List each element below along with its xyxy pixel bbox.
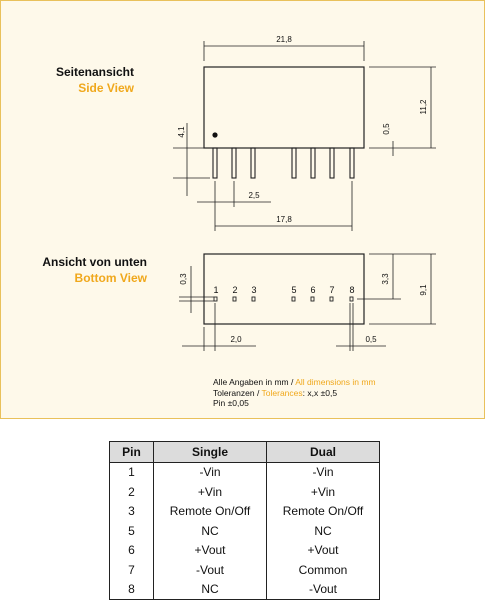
- dimension-notes: Alle Angaben in mm / All dimensions in m…: [213, 377, 376, 409]
- notes-line-2: Toleranzen / Tolerances: x,x ±0,5: [213, 388, 376, 399]
- pin-label: 6: [310, 285, 315, 295]
- bottom-view-pins: [213, 296, 354, 302]
- bottom-view-title-de: Ansicht von unten: [42, 255, 147, 269]
- notes-tolerance-value: : x,x ±0,5: [302, 387, 338, 398]
- side-view-body: [203, 66, 365, 149]
- pin-label: 3: [251, 285, 256, 295]
- dim-height-label: 11,2: [419, 99, 428, 115]
- pin-label: 5: [291, 285, 296, 295]
- dim-pitch-label: 2,5: [248, 191, 260, 200]
- cell-single: +Vout: [153, 540, 267, 560]
- dim-width-label: 9,1: [419, 284, 428, 296]
- table-row: 1 -Vin -Vin: [109, 462, 380, 482]
- cell-dual: Common: [266, 560, 380, 580]
- bottom-view-pin-labels: 1 2 3 5 6 7 8: [213, 285, 354, 295]
- dim-pin-span-label: 17,8: [276, 215, 292, 224]
- dim-length-label: 21,8: [276, 35, 292, 44]
- header-dual: Dual: [266, 441, 380, 463]
- dim-pin-length-label: 4,1: [177, 126, 186, 138]
- notes-tolerance-de: Toleranzen /: [213, 387, 262, 398]
- table-row: 8 NC -Vout: [109, 579, 380, 600]
- cell-single: NC: [153, 521, 267, 541]
- cell-single: -Vin: [153, 462, 267, 482]
- cell-dual: NC: [266, 521, 380, 541]
- side-view-pins: [212, 147, 355, 179]
- table-header-row: Pin Single Dual: [109, 441, 380, 463]
- bottom-view-title-en: Bottom View: [74, 271, 147, 285]
- pin1-marker: [212, 132, 218, 138]
- notes-units-en: All dimensions in mm: [295, 377, 376, 387]
- header-single: Single: [153, 441, 267, 463]
- cell-pin: 6: [109, 540, 154, 560]
- cell-single: NC: [153, 579, 267, 600]
- cell-dual: +Vout: [266, 540, 380, 560]
- pin-assignment-table: Pin Single Dual 1 -Vin -Vin 2 +Vin +Vin …: [109, 441, 380, 600]
- notes-pin-tolerance: Pin ±0,05: [213, 398, 249, 408]
- table-row: 5 NC NC: [109, 521, 380, 541]
- side-view-title-en: Side View: [78, 81, 134, 95]
- cell-single: +Vin: [153, 482, 267, 502]
- cell-single: -Vout: [153, 560, 267, 580]
- header-pin: Pin: [109, 441, 154, 463]
- dim-pin-to-edge-label: 3,3: [381, 273, 390, 285]
- pin-label: 2: [232, 285, 237, 295]
- cell-pin: 1: [109, 462, 154, 482]
- cell-pin: 7: [109, 560, 154, 580]
- cell-pin: 8: [109, 579, 154, 600]
- drawing-panel: Seitenansicht Side View Ansicht von unte…: [0, 0, 485, 419]
- cell-dual: -Vout: [266, 579, 380, 600]
- cell-dual: -Vin: [266, 462, 380, 482]
- pin-label: 7: [329, 285, 334, 295]
- notes-tolerance-en: Tolerances: [261, 387, 303, 398]
- technical-drawing: 21,8 11,2 0,5 4,1 2,5 17,8: [173, 35, 436, 351]
- side-view-title-de: Seitenansicht: [55, 65, 134, 79]
- cell-pin: 5: [109, 521, 154, 541]
- table-row: 7 -Vout Common: [109, 560, 380, 580]
- notes-line-1: Alle Angaben in mm / All dimensions in m…: [213, 377, 376, 388]
- pin-label: 1: [213, 285, 218, 295]
- dim-pin-diameter-label: 0,5: [365, 335, 377, 344]
- cell-single: Remote On/Off: [153, 501, 267, 521]
- table-row: 2 +Vin +Vin: [109, 482, 380, 502]
- cell-dual: Remote On/Off: [266, 501, 380, 521]
- dim-standoff-label: 0,5: [382, 123, 391, 135]
- pin-label: 8: [349, 285, 354, 295]
- table-row: 6 +Vout +Vout: [109, 540, 380, 560]
- cell-dual: +Vin: [266, 482, 380, 502]
- cell-pin: 3: [109, 501, 154, 521]
- bottom-view-title: Ansicht von unten Bottom View: [27, 255, 147, 285]
- bottom-view-body: [203, 253, 365, 325]
- dim-edge-to-pin-label: 2,0: [230, 335, 242, 344]
- notes-units-de: Alle Angaben in mm /: [213, 377, 296, 387]
- dim-row-offset-label: 0,3: [179, 273, 188, 285]
- side-view-title: Seitenansicht Side View: [14, 65, 134, 95]
- cell-pin: 2: [109, 482, 154, 502]
- table-row: 3 Remote On/Off Remote On/Off: [109, 501, 380, 521]
